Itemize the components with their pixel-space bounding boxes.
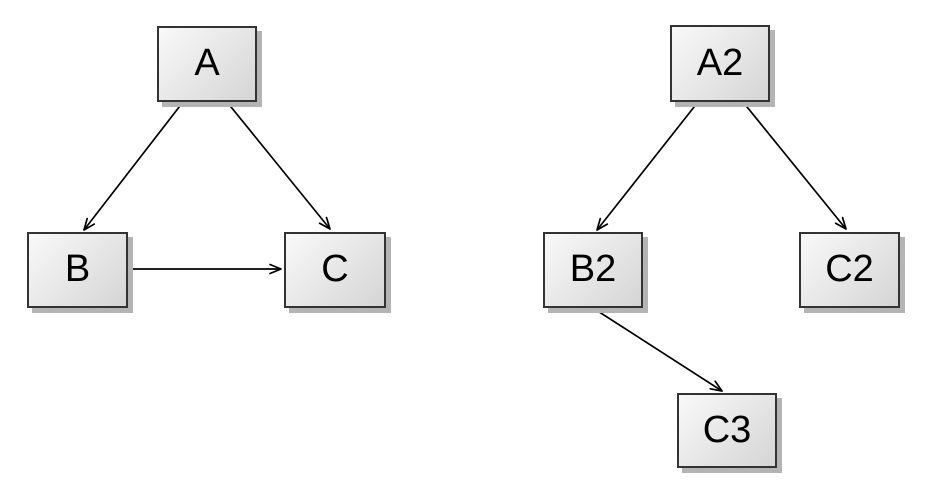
node-B[interactable]: B: [27, 232, 128, 308]
node-B2[interactable]: B2: [543, 232, 643, 308]
node-C[interactable]: C: [284, 232, 386, 308]
node-A2-label: A2: [696, 41, 744, 84]
edge-A2-C2[interactable]: [742, 101, 847, 230]
node-C3-label: C3: [702, 408, 752, 451]
edge-A-C[interactable]: [226, 101, 331, 230]
node-B-label: B: [64, 248, 91, 290]
node-A[interactable]: A: [157, 26, 257, 102]
edge-A2-B2[interactable]: [596, 101, 699, 231]
node-C2[interactable]: C2: [799, 232, 900, 308]
node-A2[interactable]: A2: [670, 25, 770, 102]
node-C3[interactable]: C3: [677, 393, 777, 468]
node-C2-label: C2: [825, 248, 874, 290]
node-A-label: A: [194, 42, 220, 84]
edge-A-B[interactable]: [83, 101, 184, 231]
edge-B2-C3[interactable]: [592, 307, 723, 392]
node-C-label: C: [321, 248, 349, 290]
node-B2-label: B2: [569, 248, 617, 290]
